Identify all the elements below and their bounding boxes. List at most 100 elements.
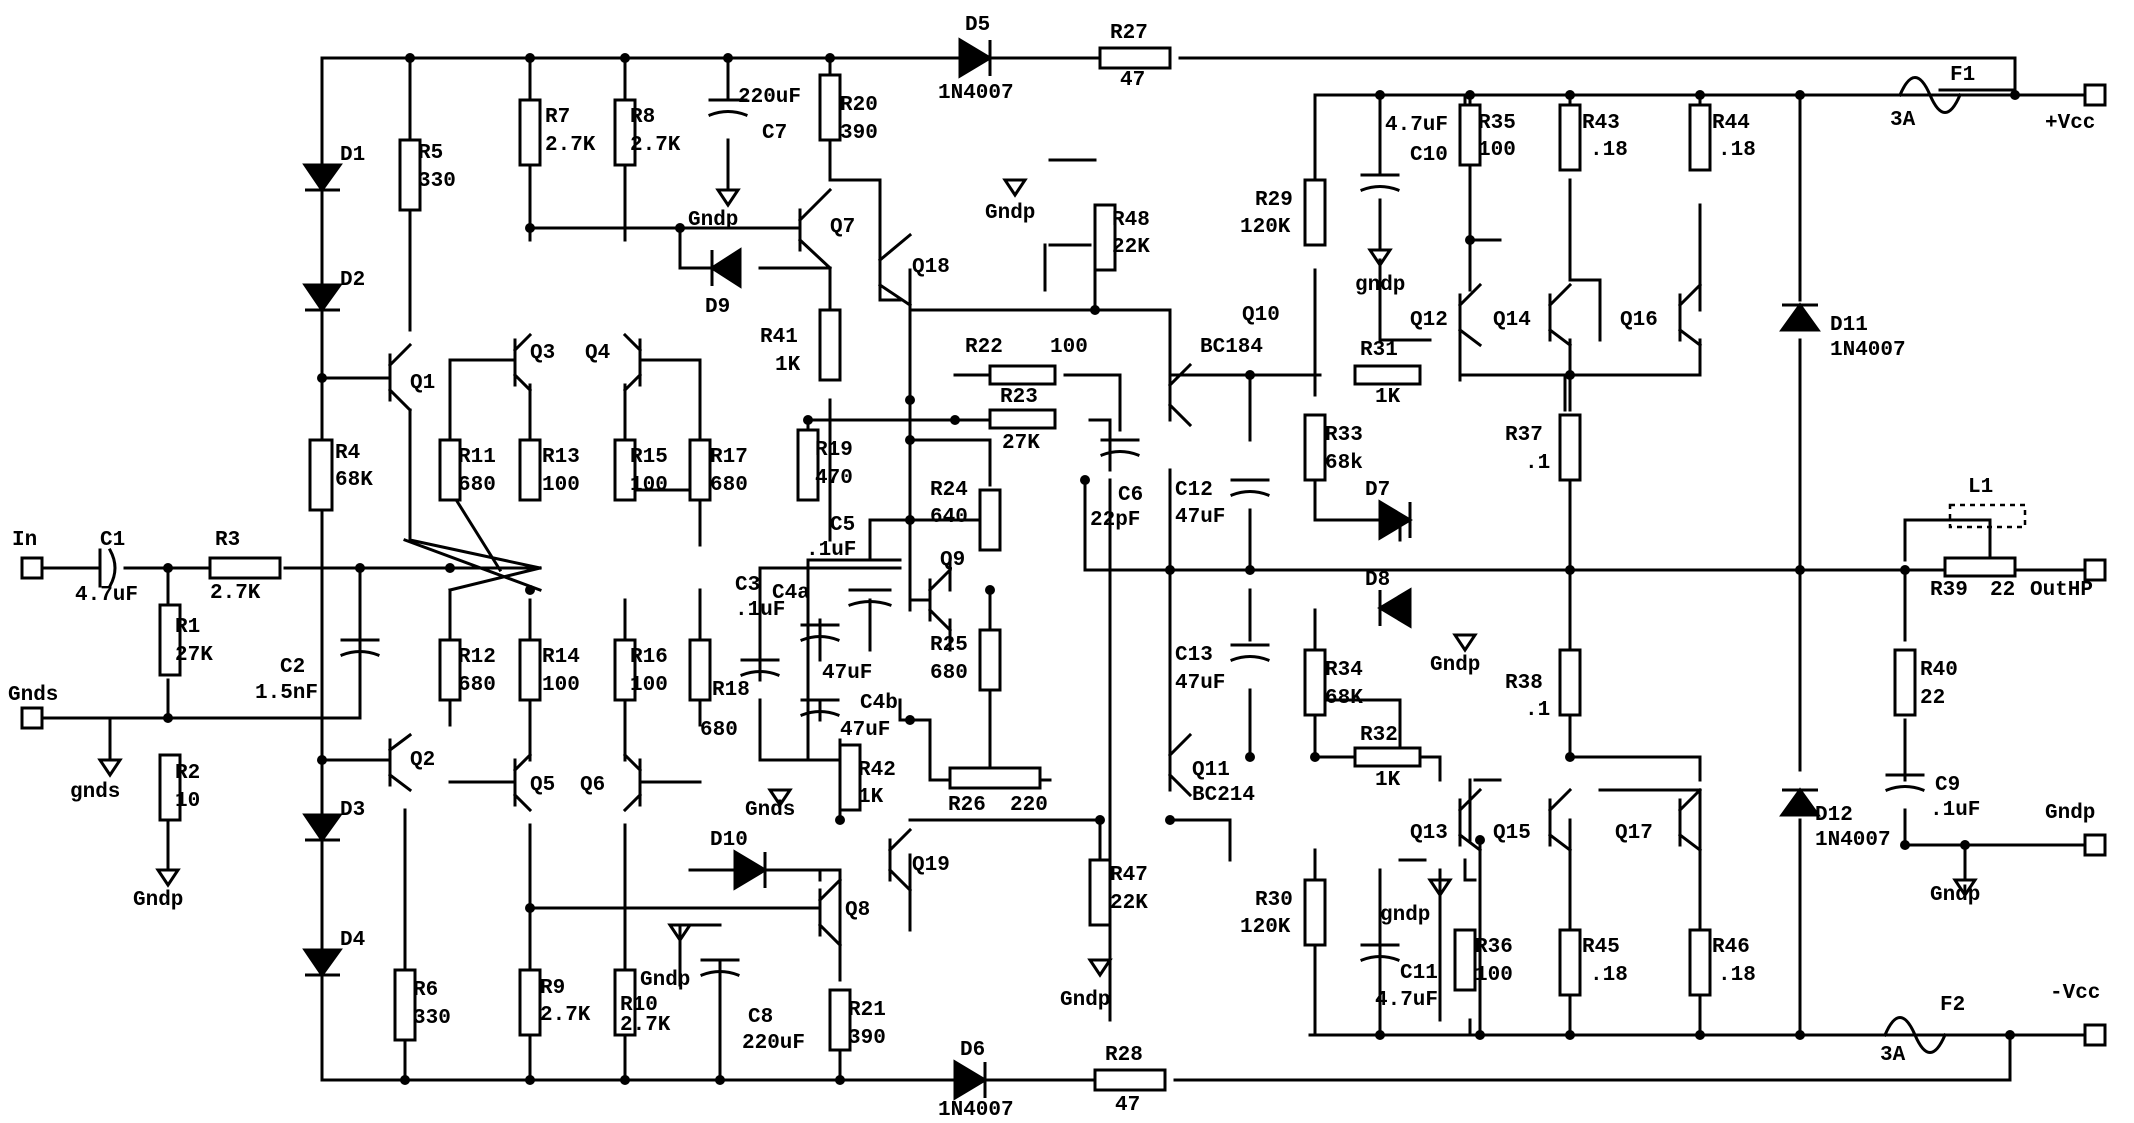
label-r28-v: 47 (1115, 1094, 1140, 1117)
transistor-q14 (1547, 282, 1573, 348)
label-c2: C2 (280, 656, 305, 679)
label-q9: Q9 (940, 549, 965, 572)
transistor-q2 (387, 732, 413, 793)
label-c8: C8 (748, 1006, 773, 1029)
label-r25-v: 680 (930, 662, 968, 685)
label-r41-v: 1K (775, 354, 801, 377)
label-r29-v: 120K (1240, 216, 1291, 239)
label-r11: R11 (458, 446, 496, 469)
label-q17: Q17 (1615, 822, 1653, 845)
label-d5: D5 (965, 14, 990, 37)
resistor-r43 (1558, 103, 1582, 172)
label-c6: C6 (1118, 484, 1143, 507)
label-r28: R28 (1105, 1044, 1143, 1067)
resistor-r47 (1088, 858, 1112, 927)
label-r17-v: 680 (710, 474, 748, 497)
diode-d4 (302, 948, 343, 978)
resistors (158, 46, 2017, 1092)
transistor-q6 (622, 752, 643, 813)
label-r31-v: 1K (1375, 386, 1401, 409)
label-d7: D7 (1365, 479, 1390, 502)
label-gnds-port: Gnds (8, 684, 58, 707)
label-r4-v: 68K (335, 469, 373, 492)
transistor-q16 (1677, 282, 1703, 348)
label-r44-v: .18 (1718, 139, 1756, 162)
label-in: In (12, 529, 37, 552)
label-r20-v: 390 (840, 122, 878, 145)
label-gndp-c7: Gndp (688, 209, 738, 232)
label-d3: D3 (340, 799, 365, 822)
label-d11: D11 (1830, 314, 1868, 337)
inductor-l1 (1948, 503, 2027, 529)
resistor-r29 (1303, 178, 1327, 247)
resistor-r12 (438, 638, 462, 702)
label-c13: C13 (1175, 644, 1213, 667)
diode-d11 (1779, 302, 1821, 332)
resistor-r32 (1353, 746, 1422, 768)
resistor-r36 (1453, 928, 1477, 992)
label-f1-rating: 3A (1890, 109, 1916, 132)
labels: In Gnds +Vcc OutHP Gndp -Vcc F1 3A F2 3A… (8, 14, 2100, 1122)
label-r32-v: 1K (1375, 769, 1401, 792)
resistor-r26 (948, 766, 1042, 790)
diode-d1 (302, 163, 343, 193)
ground-r48 (1002, 178, 1028, 198)
label-r35: R35 (1478, 112, 1516, 135)
label-r29: R29 (1255, 189, 1293, 212)
capacitor-c8 (700, 958, 740, 977)
transistor-q3 (512, 332, 533, 393)
label-q7: Q7 (830, 216, 855, 239)
label-r8-v: 2.7K (630, 134, 681, 157)
label-r6: R6 (413, 979, 438, 1002)
label-c4a-v: 47uF (822, 662, 872, 685)
capacitor-c7 (708, 98, 748, 117)
ground-r2 (155, 868, 181, 888)
label-vcc-neg: -Vcc (2050, 982, 2100, 1005)
label-d10: D10 (710, 829, 748, 852)
label-c11: C11 (1400, 962, 1438, 985)
transistor-q10 (1167, 362, 1193, 428)
transistor-q12 (1457, 282, 1483, 348)
label-c10-v: 4.7uF (1385, 114, 1448, 137)
label-r44: R44 (1712, 112, 1750, 135)
label-r25: R25 (930, 634, 968, 657)
diode-d8 (1377, 587, 1412, 629)
label-gnds-c3: Gnds (745, 799, 795, 822)
label-c4b: C4b (860, 692, 898, 715)
resistor-r3 (208, 556, 282, 580)
resistor-r15 (613, 438, 637, 502)
label-c10: C10 (1410, 144, 1448, 167)
label-r5-v: 330 (418, 170, 456, 193)
label-q11-part: BC214 (1192, 784, 1255, 807)
label-r33: R33 (1325, 424, 1363, 447)
label-gndp-r48: Gndp (985, 202, 1035, 225)
transistors (387, 187, 1703, 948)
ground-symbols (97, 178, 1978, 978)
label-q6: Q6 (580, 774, 605, 797)
label-r12-v: 680 (458, 674, 496, 697)
label-d2: D2 (340, 269, 365, 292)
transistor-q7 (797, 187, 833, 271)
resistor-r41 (818, 308, 842, 382)
ground-d8 (1452, 633, 1478, 653)
label-r16: R16 (630, 646, 668, 669)
label-c9: C9 (1935, 774, 1960, 797)
label-q4: Q4 (585, 342, 610, 365)
label-r8: R8 (630, 106, 655, 129)
label-r2-v: 10 (175, 790, 200, 813)
resistor-r20 (818, 73, 842, 142)
resistor-r14 (518, 638, 542, 702)
resistor-r31 (1353, 364, 1422, 386)
label-r23-v: 27K (1002, 432, 1040, 455)
label-q14: Q14 (1493, 309, 1531, 332)
label-out: OutHP (2030, 579, 2093, 602)
label-c2-v: 1.5nF (255, 682, 318, 705)
transistor-q4 (622, 332, 643, 393)
port-in (20, 556, 44, 580)
diode-d10 (733, 849, 768, 891)
resistor-r11 (438, 438, 462, 502)
label-r1-v: 27K (175, 644, 213, 667)
label-d9: D9 (705, 296, 730, 319)
diode-d9 (709, 247, 742, 289)
